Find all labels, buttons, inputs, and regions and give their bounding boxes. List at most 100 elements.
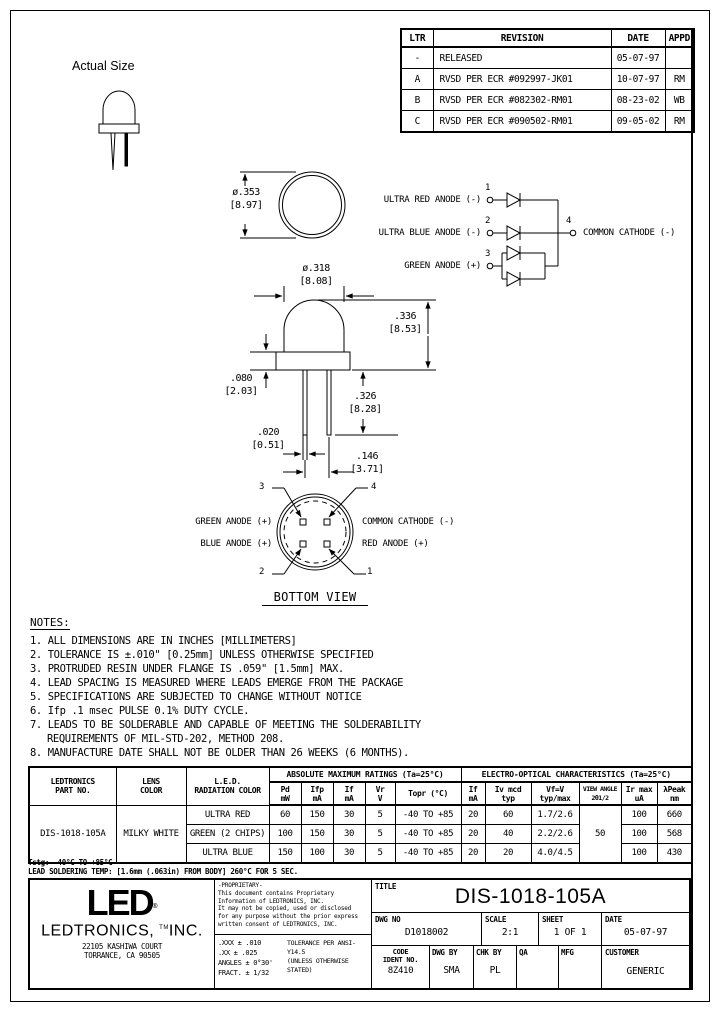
vf-cell: 2.2/2.6 [530, 824, 580, 844]
if-cell: 30 [332, 804, 366, 825]
title-cell: TITLE DIS-1018-105A [372, 880, 689, 913]
bv-common-cathode-label: COMMON CATHODE (-) [362, 517, 455, 527]
tolerance-line-3: ANGLES ± 0°30' [218, 959, 273, 967]
lead-spacing-dim: .146 [3.71] [350, 451, 384, 475]
note-item: 4. LEAD SPACING IS MEASURED WHERE LEADS … [30, 677, 404, 689]
tolerance-note: TOLERANCE PER ANSI-Y14.5 (UNLESS OTHERWI… [287, 939, 356, 974]
bottom-view-dashed-circle [283, 500, 347, 564]
electro-optical-header: ELECTRO-OPTICAL CHARACTERISTICS (Ta=25°C… [460, 766, 693, 783]
revision-date: 09-05-02 [610, 110, 666, 133]
dwg-by-cell: DWG BY SMA [430, 946, 474, 988]
extension-line [304, 437, 330, 478]
revision-ltr: - [400, 46, 434, 69]
leader-arrow [328, 487, 357, 518]
peak-cell: 430 [656, 843, 693, 864]
company-cell: LED® LEDTRONICS, TMINC. 22105 KASHIWA CO… [30, 880, 215, 988]
proprietary-cell: -PROPRIETARY- This document contains Pro… [215, 880, 372, 935]
company-address-2: TORRANCE, CA 90505 [84, 951, 160, 961]
chk-by-label: CHK BY [476, 948, 502, 957]
qa-cell: QA [517, 946, 559, 988]
topr-cell: -40 TO +85 [394, 843, 462, 864]
registered-mark: ® [152, 901, 158, 911]
extension-line [250, 351, 276, 371]
dwg-no-label: DWG NO [375, 915, 401, 924]
lens-diameter-dim: ø.318 [8.08] [299, 263, 333, 287]
date-cell: DATE 05-07-97 [602, 913, 689, 946]
page-border [10, 10, 710, 1002]
bv-red-anode-label: RED ANODE (+) [362, 539, 429, 549]
diode-symbol-green-2 [506, 271, 522, 287]
ifp-cell: 150 [300, 824, 334, 844]
revision-date: 10-07-97 [610, 68, 666, 90]
ifp-cell: 100 [300, 843, 334, 864]
peak-header: λPeak nm [656, 781, 693, 806]
view-angle-cell: 50 [578, 804, 622, 864]
lead-length-dim: .326 [8.28] [348, 391, 382, 415]
revision-table: LTR REVISION DATE APPD - RELEASED 05-07-… [400, 28, 695, 133]
note-item: 6. Ifp .1 msec PULSE 0.1% DUTY CYCLE. [30, 705, 250, 717]
revision-appd: RM [664, 68, 695, 90]
pad-4 [323, 518, 331, 526]
code-ident-value: 8Z410 [387, 966, 414, 976]
vf-header: Vf=V typ/max [530, 781, 580, 806]
qa-label: QA [519, 948, 528, 957]
pin-terminal [486, 262, 494, 270]
tolerance-line-4: FRACT. ± 1/32 [218, 969, 269, 977]
bottom-view-outer-circle [276, 493, 354, 571]
revision-ltr: B [400, 89, 434, 111]
soldering-note: LEAD SOLDERING TEMP: [1.6mm (.063in) FRO… [28, 867, 298, 876]
pd-cell: 150 [268, 843, 302, 864]
if-test-header: If mA [460, 781, 486, 806]
note-item: 5. SPECIFICATIONS ARE SUBJECTED TO CHANG… [30, 691, 362, 703]
body-height-dim: .336 [8.53] [388, 311, 422, 335]
revision-row: A RVSD PER ECR #092997-JK01 10-07-97 RM [400, 68, 695, 90]
scale-cell: SCALE 2:1 [482, 913, 539, 946]
revision-row: - RELEASED 05-07-97 [400, 46, 695, 69]
radiation-color-cell: ULTRA RED [185, 804, 270, 825]
ir-cell: 100 [620, 824, 658, 844]
if-test-cell: 20 [460, 804, 486, 825]
revision-header-date: DATE [610, 28, 666, 48]
revision-row: C RVSD PER ECR #090502-RM01 09-05-02 RM [400, 110, 695, 133]
side-view-flange [275, 351, 351, 371]
schematic-pin-1: 1 [485, 183, 491, 193]
revision-text: RELEASED [432, 46, 612, 69]
revision-date: 08-23-02 [610, 89, 666, 111]
revision-appd [664, 46, 695, 69]
bottom-view-pin-1: 1 [367, 567, 373, 577]
note-item: 7. LEADS TO BE SOLDERABLE AND CAPABLE OF… [30, 719, 421, 745]
ir-header: Ir max uA [620, 781, 658, 806]
schematic-wires [493, 199, 570, 280]
peak-cell: 568 [656, 824, 693, 844]
bottom-view-title: BOTTOM VIEW [262, 590, 368, 606]
led-lead-right [124, 132, 128, 167]
led-lead-left [110, 132, 116, 171]
vr-cell: 5 [364, 824, 396, 844]
code-ident-label: CODE IDENT NO. [382, 948, 419, 964]
bottom-view-inner-circle [279, 496, 351, 568]
revision-text: RVSD PER ECR #082302-RM01 [432, 89, 612, 111]
scale-label: SCALE [485, 915, 507, 924]
pin-terminal [569, 229, 577, 237]
ultra-blue-anode-label: ULTRA BLUE ANODE (-) [378, 228, 482, 238]
note-item: 8. MANUFACTURE DATE SHALL NOT BE OLDER T… [30, 747, 409, 759]
if-test-cell: 20 [460, 824, 486, 844]
dwg-by-label: DWG BY [432, 948, 458, 957]
customer-cell: CUSTOMER GENERIC [602, 946, 689, 988]
mfg-cell: MFG [559, 946, 602, 988]
bottom-view-pin-4: 4 [371, 482, 377, 492]
pd-cell: 100 [268, 824, 302, 844]
vf-cell: 4.0/4.5 [530, 843, 580, 864]
bottom-view-drawing [272, 487, 368, 575]
company-address-1: 22105 KASHIWA COURT [81, 942, 163, 952]
topr-cell: -40 TO +85 [394, 804, 462, 825]
actual-size-label: Actual Size [72, 59, 135, 73]
note-item: 3. PROTRUDED RESIN UNDER FLANGE IS .059"… [30, 663, 344, 675]
inner-frame-line [691, 28, 693, 990]
green-anode-label: GREEN ANODE (+) [404, 261, 481, 271]
revision-ltr: A [400, 68, 434, 90]
dwg-no-cell: DWG NO D1018002 [372, 913, 482, 946]
side-view-lead-right [326, 369, 332, 436]
flange-thickness-dim: .080 [2.03] [224, 373, 258, 397]
technical-drawing [240, 171, 577, 575]
